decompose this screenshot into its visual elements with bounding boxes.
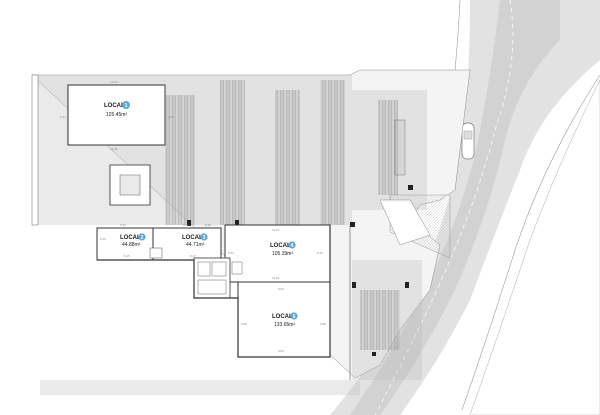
unit-name: LOCAL bbox=[270, 243, 291, 249]
dimension-text: 3.95 bbox=[320, 322, 326, 326]
label-local-2: LOCAL 2 44.88m² bbox=[120, 233, 146, 248]
unit-number: 5 bbox=[293, 314, 296, 320]
dimension-text: 12.54 bbox=[110, 80, 118, 84]
badge-local-4 bbox=[288, 241, 296, 249]
unit-name: LOCAL bbox=[104, 103, 125, 109]
unit-area: 133.65m² bbox=[274, 322, 295, 328]
dimension-text: 5.15 bbox=[124, 254, 130, 258]
street bbox=[330, 0, 600, 415]
dimension-labels: 12.54 12.55 6.43 6.43 6.33 6.02 6.15 5.1… bbox=[60, 80, 326, 353]
badge-local-3 bbox=[200, 233, 208, 241]
badge-local-1 bbox=[122, 101, 130, 109]
dimension-text: 3.95 bbox=[241, 322, 247, 326]
unit-area: 44.71m² bbox=[186, 242, 205, 248]
label-local-5: LOCAL 5 133.65m² bbox=[272, 312, 298, 328]
unit-name: LOCAL bbox=[182, 235, 203, 241]
label-local-3: LOCAL 3 44.71m² bbox=[182, 233, 208, 248]
unit-name: LOCAL bbox=[120, 235, 141, 241]
unit-number: 4 bbox=[291, 243, 294, 249]
unit-number: 3 bbox=[203, 235, 206, 241]
badge-local-2 bbox=[138, 233, 146, 241]
unit-local-3[interactable] bbox=[149, 227, 222, 261]
car-icon bbox=[461, 122, 475, 160]
dimension-text: 6.15 bbox=[100, 237, 106, 241]
dimension-text: 9.00 bbox=[278, 287, 284, 291]
dimension-text: 5.72 bbox=[317, 251, 323, 255]
unit-area: 105.39m² bbox=[272, 251, 293, 257]
unit-number: 1 bbox=[125, 103, 128, 109]
stair-core bbox=[109, 164, 151, 206]
building-outline bbox=[97, 225, 351, 380]
dimension-text: 5.31 bbox=[228, 251, 234, 255]
unit-name: LOCAL bbox=[272, 314, 293, 320]
dimension-text: 6.43 bbox=[60, 115, 66, 119]
dimension-text: 12.55 bbox=[110, 147, 118, 151]
dimension-text: 6.33 bbox=[120, 223, 126, 227]
unit-local-1[interactable] bbox=[31, 74, 166, 226]
badge-local-5 bbox=[290, 312, 298, 320]
service-rooms bbox=[193, 257, 243, 299]
unit-number: 2 bbox=[141, 235, 144, 241]
paving bbox=[32, 75, 451, 395]
dimension-text: 8.17 bbox=[190, 254, 196, 258]
dimension-text: 6.02 bbox=[183, 223, 189, 227]
columns bbox=[187, 185, 413, 356]
dimension-text: 12.07 bbox=[272, 228, 280, 232]
unit-local-2[interactable] bbox=[96, 227, 154, 261]
unit-area: 125.45m² bbox=[106, 112, 127, 118]
dimension-text: 9.48 bbox=[205, 223, 211, 227]
dimension-text: 6.43 bbox=[168, 115, 174, 119]
label-local-4: LOCAL 4 105.39m² bbox=[270, 241, 296, 257]
dimension-text: 12.21 bbox=[272, 276, 280, 280]
label-local-1: LOCAL 1 125.45m² bbox=[104, 101, 130, 118]
unit-area: 44.88m² bbox=[122, 242, 141, 248]
dimension-text: 9.00 bbox=[278, 349, 284, 353]
